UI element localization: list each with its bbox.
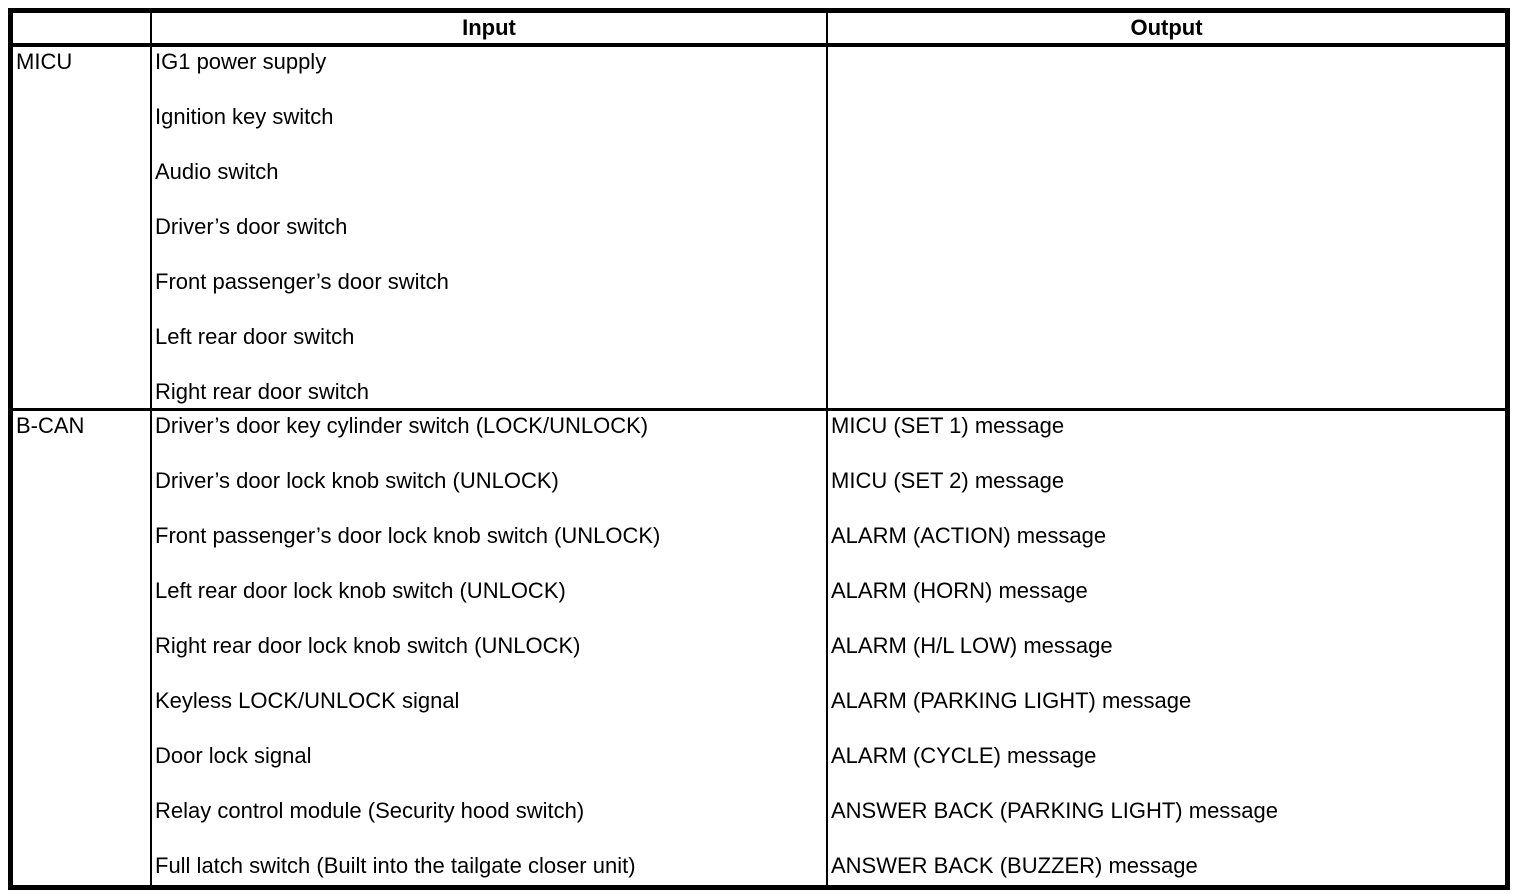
micu-outputs-cell: [828, 47, 1505, 411]
micu-input-line: Ignition key switch: [155, 104, 334, 129]
bcan-output-line: ALARM (PARKING LIGHT) message: [831, 688, 1192, 713]
bcan-output-line: ANSWER BACK (PARKING LIGHT) message: [831, 798, 1279, 823]
bcan-output-line: ALARM (CYCLE) message: [831, 743, 1097, 768]
row-label-text: B-CAN: [16, 413, 85, 438]
bcan-outputs-cell: MICU (SET 1) message MICU (SET 2) messag…: [828, 411, 1505, 885]
micu-input-line: Front passenger’s door switch: [155, 269, 449, 294]
bcan-output-line: ANSWER BACK (BUZZER) message: [831, 853, 1198, 878]
header-output-cell: Output: [828, 13, 1505, 47]
micu-input-line: Driver’s door switch: [155, 214, 348, 239]
row-label-text: MICU: [16, 49, 73, 74]
micu-input-line: Right rear door switch: [155, 379, 369, 404]
io-table: Input Output MICU IG1 power supply Ignit…: [8, 8, 1510, 890]
bcan-output-line: MICU (SET 2) message: [831, 468, 1065, 493]
row-label-bcan: B-CAN: [13, 411, 152, 885]
bcan-input-line: Door lock signal: [155, 743, 312, 768]
bcan-output-line: ALARM (ACTION) message: [831, 523, 1107, 548]
bcan-output-line: MICU (SET 1) message: [831, 413, 1065, 438]
micu-input-line: Left rear door switch: [155, 324, 355, 349]
bcan-input-line: Relay control module (Security hood swit…: [155, 798, 585, 823]
io-table-grid: Input Output MICU IG1 power supply Ignit…: [13, 13, 1505, 885]
bcan-input-line: Full latch switch (Built into the tailga…: [155, 853, 636, 878]
bcan-output-line: ALARM (H/L LOW) message: [831, 633, 1113, 658]
micu-inputs-cell: IG1 power supply Ignition key switch Aud…: [152, 47, 828, 411]
bcan-input-line: Keyless LOCK/UNLOCK signal: [155, 688, 460, 713]
micu-input-line: IG1 power supply: [155, 49, 327, 74]
micu-input-line: Audio switch: [155, 159, 279, 184]
bcan-input-line: Right rear door lock knob switch (UNLOCK…: [155, 633, 581, 658]
bcan-inputs-cell: Driver’s door key cylinder switch (LOCK/…: [152, 411, 828, 885]
header-source-cell: [13, 13, 152, 47]
bcan-input-line: Front passenger’s door lock knob switch …: [155, 523, 661, 548]
bcan-output-line: ALARM (HORN) message: [831, 578, 1088, 603]
bcan-input-line: Driver’s door lock knob switch (UNLOCK): [155, 468, 559, 493]
bcan-input-line: Left rear door lock knob switch (UNLOCK): [155, 578, 566, 603]
bcan-input-line: Driver’s door key cylinder switch (LOCK/…: [155, 413, 649, 438]
header-input-cell: Input: [152, 13, 828, 47]
row-label-micu: MICU: [13, 47, 152, 411]
